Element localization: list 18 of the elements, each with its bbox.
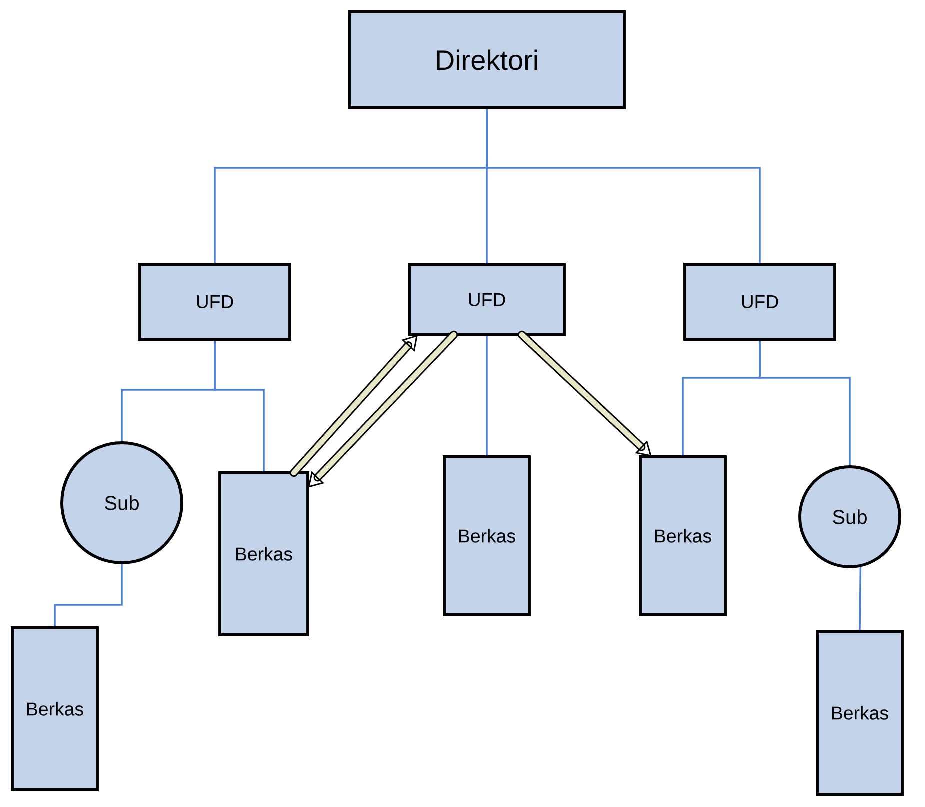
connector-line <box>486 109 761 264</box>
file-box: Berkas <box>11 626 99 792</box>
hollow-arrow <box>290 335 418 478</box>
connector-line <box>214 340 265 472</box>
directory-box: UFD <box>408 264 566 336</box>
directory-box: UFD <box>138 263 292 341</box>
file-box: Berkas <box>218 472 310 636</box>
directory-box: Direktori <box>348 10 626 110</box>
connector-line <box>759 340 851 466</box>
directory-box: UFD <box>684 263 836 341</box>
connector-line <box>54 564 123 627</box>
file-box: Berkas <box>816 630 904 796</box>
hollow-arrow <box>518 330 652 457</box>
connector-line <box>486 336 488 456</box>
file-box: Berkas <box>639 456 727 616</box>
file-box: Berkas <box>443 456 531 616</box>
hollow-arrow <box>308 330 458 488</box>
connector-line <box>859 567 862 630</box>
